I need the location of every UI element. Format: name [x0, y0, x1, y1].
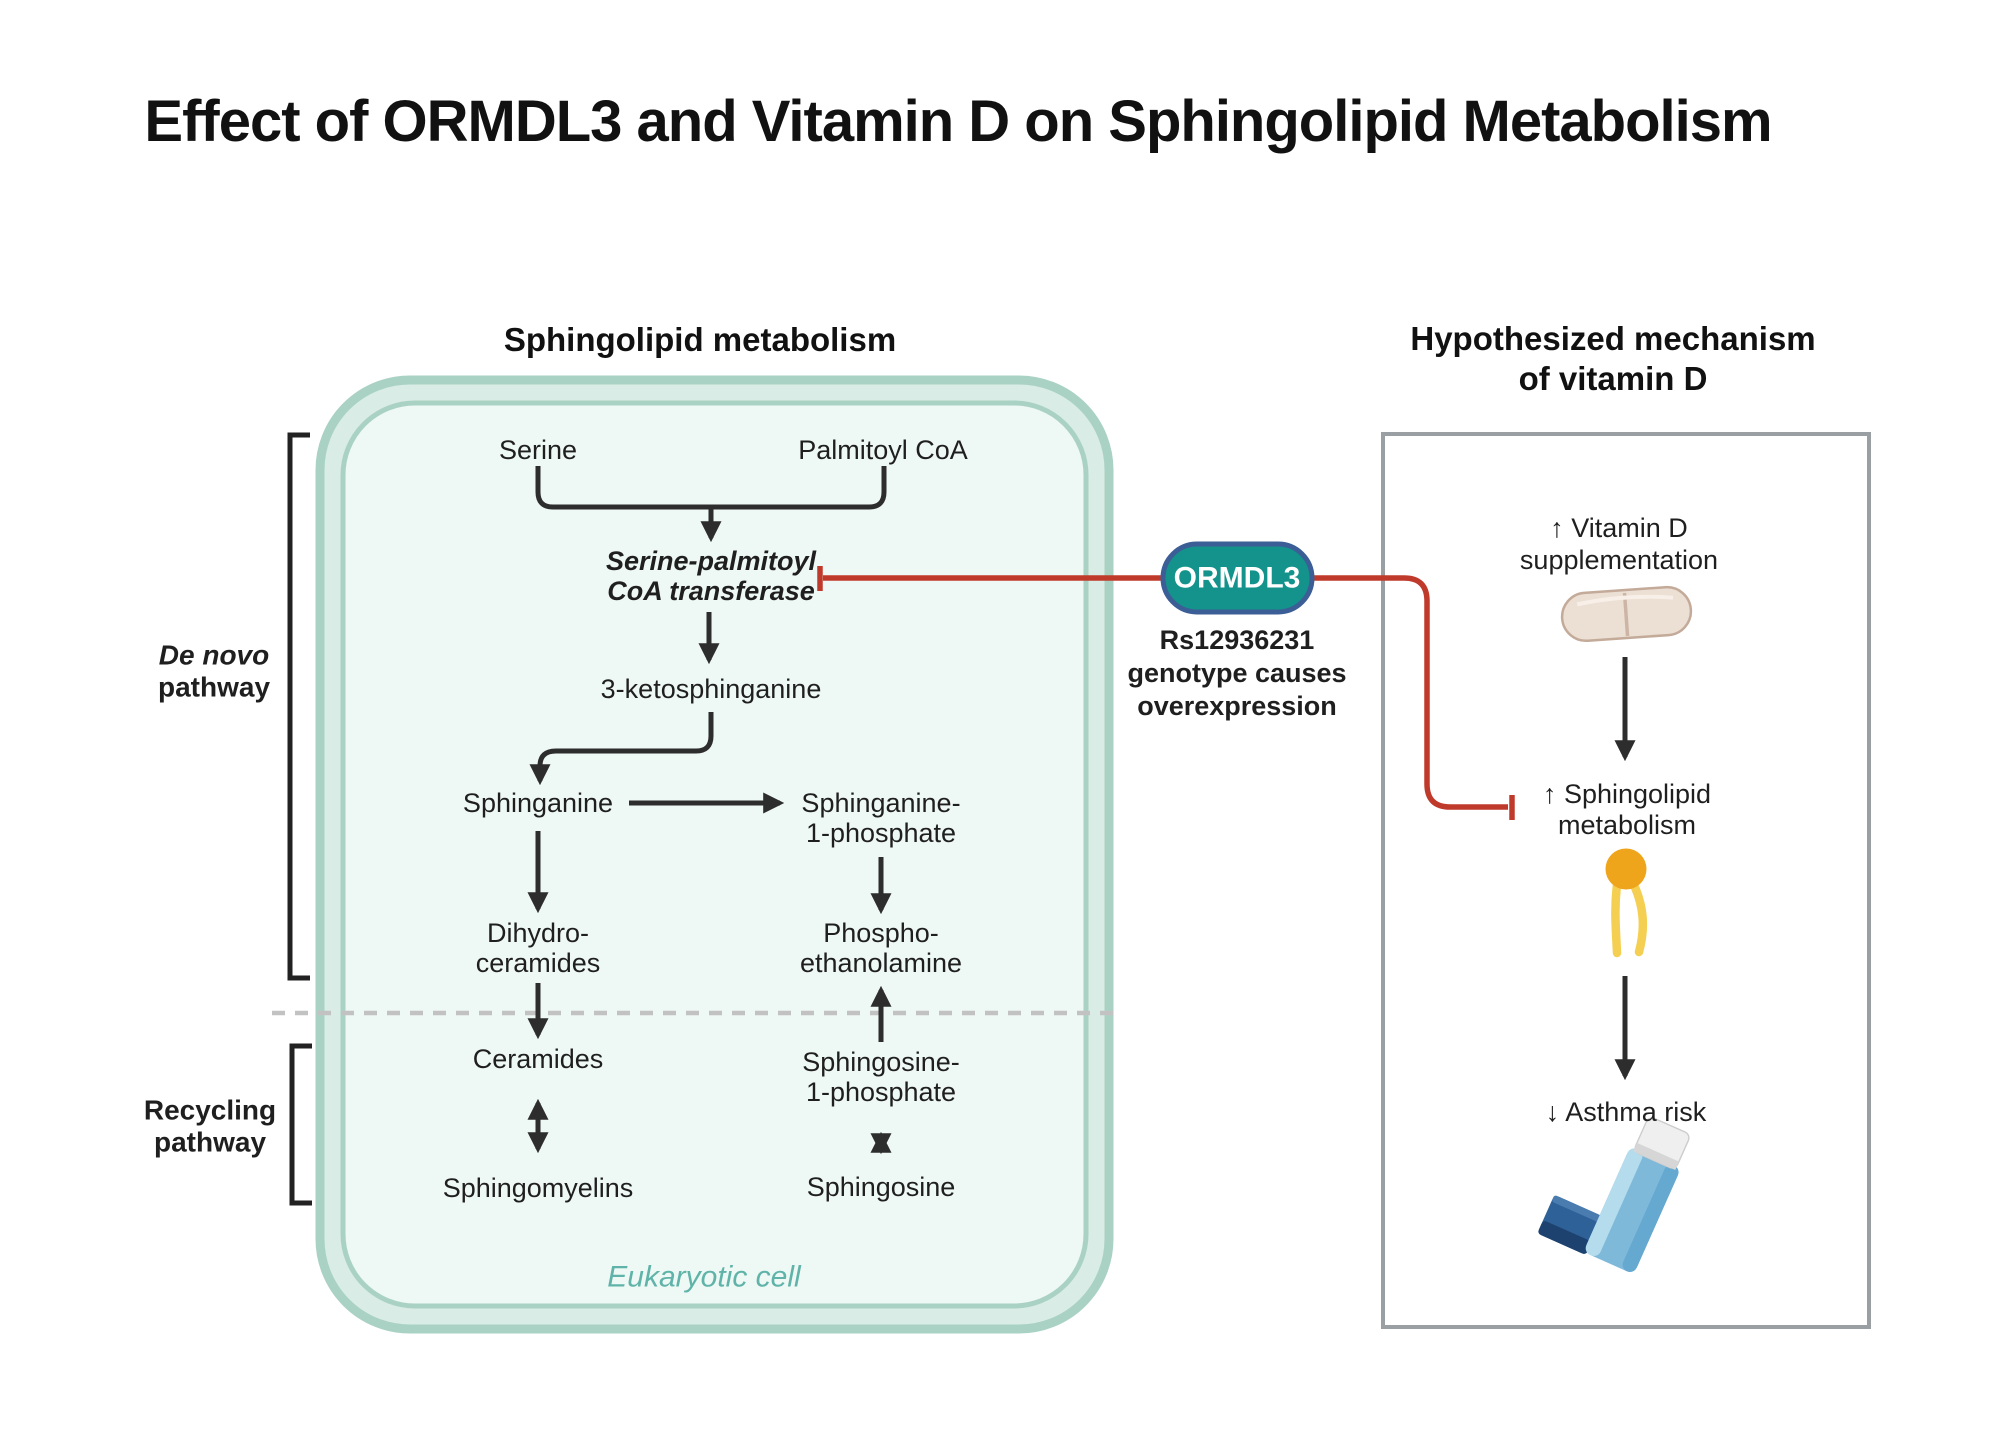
- node-sphinganine-1-phosphate-line2: 1-phosphate: [805, 818, 957, 849]
- step-asthma-risk: ↓ Asthma risk: [1545, 1097, 1707, 1128]
- ormdl3-note-line1: Rs12936231: [1159, 625, 1315, 656]
- node-spt-line1: Serine-palmitoyl: [605, 546, 817, 577]
- ormdl3-pill: [1160, 541, 1315, 615]
- ormdl3-pill-label: ORMDL3: [1173, 561, 1301, 595]
- left-panel-header: Sphingolipid metabolism: [503, 320, 897, 358]
- ormdl3-note-line2: genotype causes: [1127, 658, 1347, 689]
- lipid-tail-right: [1629, 880, 1648, 957]
- inhaler-body-highlight: [1585, 1148, 1643, 1256]
- node-sphingosine-1-phosphate-line2: 1-phosphate: [805, 1077, 957, 1108]
- de-novo-pathway-label-line2: pathway: [157, 671, 271, 703]
- step-sphingolipid-line1: ↑ Sphingolipid: [1542, 779, 1712, 810]
- reaction-arrows: [527, 466, 1636, 1155]
- de-novo-bracket: [287, 432, 310, 981]
- step-vitamin-d-line1: ↑ Vitamin D: [1550, 513, 1688, 544]
- node-sphinganine: Sphinganine: [462, 788, 614, 819]
- node-serine: Serine: [498, 435, 578, 466]
- inhaler-cap-shade: [1633, 1142, 1679, 1170]
- node-3-ketosphinganine: 3-ketosphinganine: [600, 674, 822, 705]
- right-panel-header-line1: Hypothesized mechanism: [1410, 319, 1816, 357]
- node-sphingosine-1-phosphate-line1: Sphingosine-: [802, 1047, 960, 1078]
- de-novo-pathway-label-line1: De novo: [158, 639, 270, 671]
- inhibition-connector: [817, 566, 1515, 820]
- step-vitamin-d-line2: supplementation: [1519, 545, 1719, 576]
- recycling-pathway-label-line1: Recycling: [143, 1094, 277, 1126]
- inhaler-icon: [1538, 1117, 1690, 1273]
- eukaryotic-cell-shape: [315, 375, 1114, 1334]
- node-sphingomyelins: Sphingomyelins: [442, 1173, 634, 1204]
- arrow-ketosphinganine-to-sphinganine: [529, 712, 714, 786]
- node-dihydroceramides-line2: ceramides: [475, 948, 601, 979]
- substrate-merge-bracket: [535, 466, 887, 510]
- recycling-pathway-label-line2: pathway: [153, 1126, 267, 1158]
- node-sphinganine-1-phosphate-line1: Sphinganine-: [801, 788, 961, 819]
- inhaler-body-shade: [1622, 1164, 1679, 1273]
- tablet-highlight: [1576, 594, 1674, 607]
- tablet-score-line: [1622, 592, 1630, 637]
- eukaryotic-cell-caption: Eukaryotic cell: [607, 1260, 801, 1294]
- node-sphingosine: Sphingosine: [806, 1172, 956, 1203]
- recycling-bracket: [289, 1043, 312, 1206]
- lipid-tail-left: [1611, 880, 1622, 958]
- inhibition-line: [823, 575, 1508, 810]
- lipid-head: [1605, 848, 1647, 890]
- step-sphingolipid-line2: metabolism: [1557, 810, 1697, 841]
- node-ceramides: Ceramides: [472, 1044, 604, 1075]
- right-panel-header-line2: of vitamin D: [1518, 359, 1708, 397]
- node-phosphoethanolamine-line2: ethanolamine: [799, 948, 963, 979]
- vitamin-d-pill-icon: [1560, 585, 1693, 643]
- diagram-title: Effect of ORMDL3 and Vitamin D on Sphing…: [144, 89, 1772, 155]
- node-dihydroceramides-line1: Dihydro-: [486, 918, 590, 949]
- cell-inner-membrane: [340, 400, 1089, 1309]
- node-spt-line2: CoA transferase: [607, 576, 815, 607]
- ormdl3-note-line3: overexpression: [1137, 691, 1337, 722]
- node-phosphoethanolamine-line1: Phospho-: [823, 918, 939, 949]
- node-palmitoyl-coa: Palmitoyl CoA: [798, 435, 968, 466]
- inhaler-mouthpiece-highlight: [1552, 1195, 1603, 1223]
- inhaler-mouthpiece-shade: [1538, 1221, 1591, 1254]
- lipid-icon: [1605, 848, 1648, 958]
- inhaler-body: [1586, 1148, 1678, 1272]
